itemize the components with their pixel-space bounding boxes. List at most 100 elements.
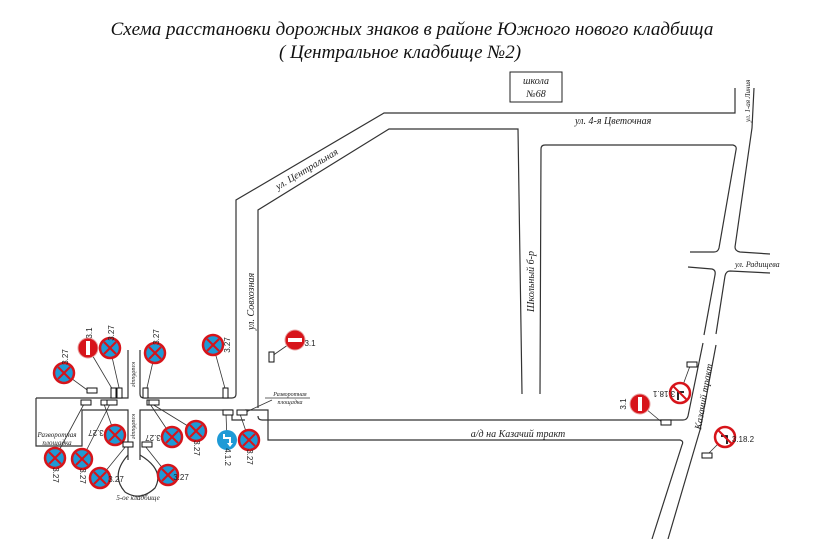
turnaround-left-line1: Разворотная (37, 431, 77, 439)
sign-code-label: 3.18.1 (652, 389, 675, 398)
sign-no-stopping: 3.27 (145, 399, 184, 449)
sign-no-stopping: 3.27 (88, 441, 134, 490)
no-stopping-icon (98, 336, 122, 360)
no-stopping-icon (52, 361, 76, 385)
no-left-turn-icon (713, 425, 737, 449)
sign-no-right-turn: 3.18.1 (652, 361, 698, 405)
sign-code-label: 3.27 (223, 337, 232, 353)
road-edge (245, 409, 684, 539)
no-stopping-icon (237, 428, 261, 452)
sign-no-stopping: 3.27 (43, 399, 92, 483)
road-edge (257, 128, 523, 408)
road-edge (139, 88, 736, 399)
no-entry-icon (284, 329, 306, 351)
sign-code-label: 3.27 (245, 449, 254, 465)
no-stopping-icon (156, 463, 180, 487)
sign-post-icon (106, 399, 118, 406)
sign-no-stopping: 3.27 (148, 399, 208, 456)
turnaround-right-line1: Разворотная (272, 392, 307, 398)
sign-post-icon (222, 387, 229, 399)
sign-post-icon (122, 441, 134, 448)
sign-code-label: 3.27 (78, 468, 87, 484)
sign-code-label: 3.27 (108, 475, 124, 484)
sign-post-icon (116, 387, 123, 399)
no-stopping-icon (201, 333, 225, 357)
no-stopping-icon (88, 466, 112, 490)
turnaround-leader (245, 399, 273, 413)
sign-code-label: 3.27 (152, 329, 161, 345)
sign-no-stopping: 3.27 (141, 441, 189, 487)
sign-no-stopping: 3.27 (88, 399, 127, 447)
road-edge (36, 350, 129, 399)
sign-post-icon (80, 399, 92, 406)
road-edge (734, 87, 771, 255)
sign-code-label: 3.27 (107, 325, 116, 341)
sign-post-icon (110, 387, 117, 399)
sign-turn-right-mandatory: 4.1.2 (217, 409, 237, 466)
school-number: №68 (525, 89, 545, 100)
sign-no-stopping: 3.27 (142, 329, 167, 399)
cemetery-5-label: 5-ое кладбище (116, 494, 159, 502)
sign-no-stopping: 3.27 (98, 325, 123, 399)
no-stopping-icon (70, 447, 94, 471)
road-edge (715, 270, 771, 335)
road-edge (687, 266, 716, 336)
sign-code-label: 3.27 (61, 349, 70, 365)
no-stopping-icon (184, 419, 208, 443)
road-edge (257, 342, 704, 421)
sign-post-icon (148, 399, 160, 406)
no-stopping-icon (160, 425, 184, 449)
sign-code-label: 3.18.2 (732, 435, 755, 444)
school-label: школа (523, 76, 549, 87)
sign-code-label: 3.27 (173, 473, 189, 482)
sign-code-label: 3.27 (192, 440, 201, 456)
street-liniya: ул. 1-ая Линия (744, 80, 752, 123)
sign-post-icon (142, 387, 149, 399)
school-box (509, 71, 563, 103)
title-line-1: Схема расстановки дорожных знаков в райо… (111, 19, 714, 40)
sign-code-label: 3.1 (619, 398, 628, 410)
sign-no-left-turn: 3.18.2 (701, 425, 755, 459)
sign-code-label: 3.1 (304, 339, 316, 348)
sign-code-label: 3.1 (85, 327, 94, 339)
sign-no-entry: 3.1 (268, 329, 316, 363)
road-edge (35, 398, 129, 460)
sign-post-icon (686, 361, 698, 368)
turnaround-right-line2: площадка (277, 399, 302, 406)
sign-post-icon (141, 441, 153, 448)
street-highway: а/д на Казачий тракт (471, 429, 565, 440)
road-edge (667, 344, 717, 539)
no-stopping-icon (103, 423, 127, 447)
no-stopping-icon (43, 446, 67, 470)
sign-no-entry: 3.1 (619, 393, 672, 426)
sign-no-stopping: 3.27 (52, 349, 98, 394)
cemetery-road-label: кладбище (130, 362, 137, 387)
sign-no-stopping: 3.27 (201, 333, 232, 399)
turnaround-left-line2: площадка (42, 439, 72, 447)
cemetery-road-label: кладбище (130, 414, 137, 439)
title-line-2: ( Центральное кладбище №2) (279, 42, 521, 63)
sign-code-label: 3.27 (51, 467, 60, 483)
cemetery-loop (117, 454, 159, 497)
sign-no-stopping: 3.27 (70, 399, 118, 484)
street-central: ул. Центральная (273, 146, 341, 193)
street-radishcheva: ул. Радищева (734, 260, 780, 269)
no-entry-icon (629, 393, 651, 415)
sign-post-icon (701, 452, 713, 459)
sign-no-stopping: 3.27 (236, 409, 261, 465)
no-entry-icon (77, 337, 99, 359)
street-shkolny: Школьный б-р (526, 251, 537, 313)
sign-no-entry: 3.1 (77, 327, 117, 399)
road-edge (539, 144, 737, 395)
sign-post-icon (222, 409, 234, 416)
no-stopping-icon (143, 341, 167, 365)
sign-code-label: 4.1.2 (223, 448, 232, 466)
sign-post-icon (660, 419, 672, 426)
sign-post-icon (236, 409, 248, 416)
no-right-turn-icon (668, 381, 692, 405)
street-sovkhoznaya: ул. Совхозная (246, 272, 257, 331)
street-tsvetochnaya: ул. 4-я Цветочная (574, 116, 652, 127)
sign-code-label: 3.27 (145, 433, 161, 442)
